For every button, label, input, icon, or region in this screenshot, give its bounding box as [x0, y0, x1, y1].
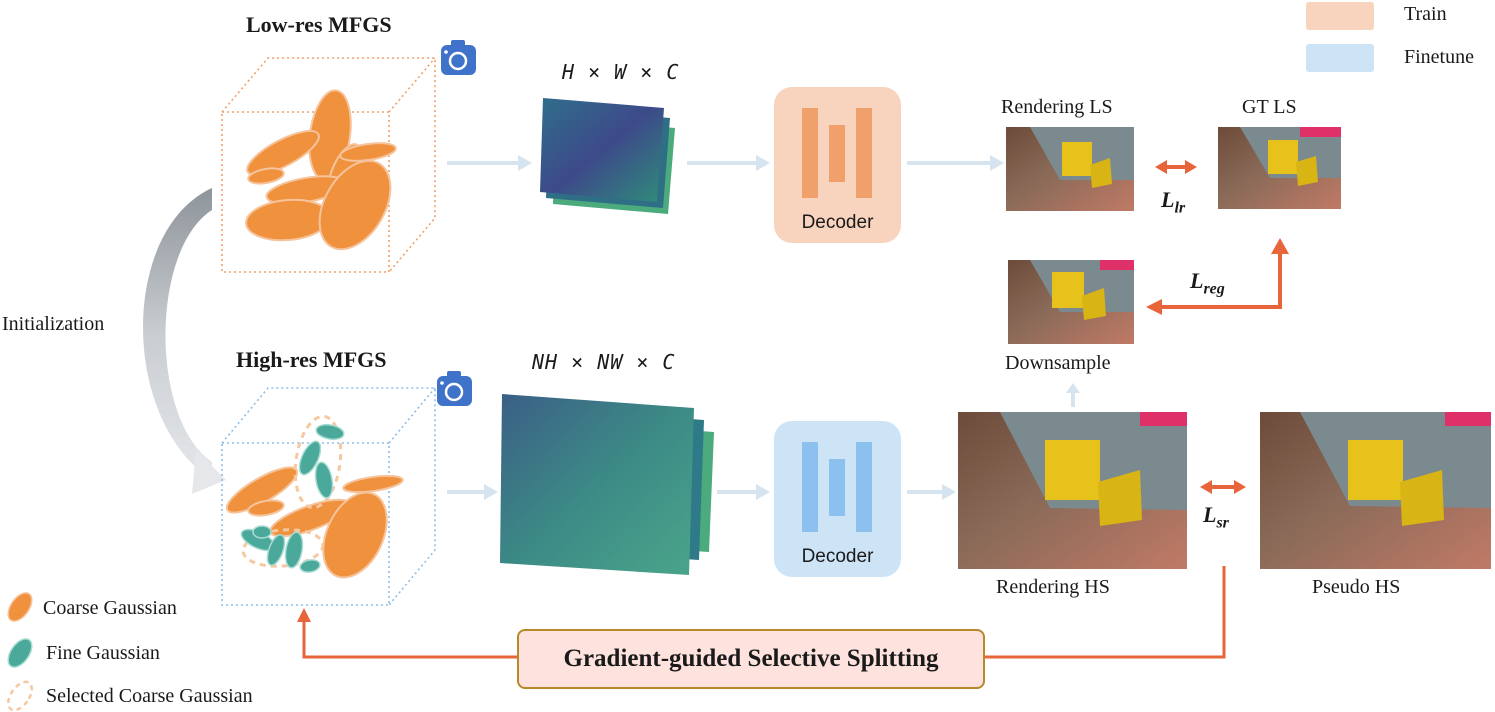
initialization-label: Initialization — [2, 313, 105, 335]
loss-reg-base: L — [1190, 268, 1204, 293]
photo-gt-ls — [1218, 127, 1341, 209]
decoder-low-label: Decoder — [801, 212, 874, 233]
loss-lr-base: L — [1161, 187, 1175, 212]
coarse-gaussians-high — [225, 466, 404, 579]
low-res-title: Low-res MFGS — [246, 12, 392, 37]
loss-arrow-sr — [1200, 480, 1246, 494]
photo-rendering-ls — [1006, 127, 1134, 211]
camera-icon-high — [437, 371, 472, 406]
decoder-high-label: Decoder — [801, 546, 874, 567]
splitting-arrow — [302, 566, 1226, 659]
low-res-dims: H × W × C — [562, 60, 680, 84]
photo-rendering-hs — [958, 412, 1187, 569]
selected-coarse-outlines — [241, 414, 343, 568]
loss-lr-sub: lr — [1174, 199, 1186, 217]
coarse-gaussians-low — [245, 89, 397, 251]
train-legend-label: Train — [1404, 3, 1447, 25]
fine-gaussian-legend-icon — [7, 638, 33, 668]
loss-sr-sub: sr — [1216, 514, 1229, 532]
downsample-label: Downsample — [1005, 352, 1111, 374]
loss-reg: Lreg — [1190, 268, 1225, 298]
splitting-arrow-head — [297, 608, 311, 622]
reg-arrow-head-left — [1146, 299, 1162, 315]
camera-icon-low — [441, 40, 476, 75]
selected-coarse-legend-label: Selected Coarse Gaussian — [46, 685, 253, 707]
loss-sr: Lsr — [1203, 502, 1229, 532]
selected-coarse-legend-icon — [6, 680, 34, 712]
high-res-cube — [221, 387, 436, 606]
loss-arrow-lr — [1155, 160, 1197, 174]
splitting-box: Gradient-guided Selective Splitting — [517, 629, 985, 689]
fine-gaussian-legend-label: Fine Gaussian — [46, 642, 160, 664]
reg-arrow-head-up — [1271, 238, 1289, 254]
decoder-high — [774, 421, 901, 577]
loss-reg-sub: reg — [1203, 280, 1225, 298]
fine-gaussians-high — [240, 423, 345, 573]
photo-downsample — [1008, 260, 1134, 344]
decoder-low — [774, 87, 901, 243]
photo-pseudo-hs — [1260, 412, 1491, 569]
finetune-legend-swatch — [1306, 44, 1374, 72]
loss-lr: Llr — [1161, 187, 1185, 217]
flow-arrows — [447, 155, 1080, 500]
coarse-gaussian-legend-icon — [7, 592, 33, 622]
initialization-arrow — [143, 188, 226, 494]
high-res-title: High-res MFGS — [236, 347, 387, 372]
rendering-ls-label: Rendering LS — [1001, 96, 1113, 118]
decoder-high-label-wrap: Decoder — [774, 546, 901, 568]
loss-sr-base: L — [1203, 502, 1217, 527]
finetune-legend-label: Finetune — [1404, 46, 1474, 68]
feature-map-high — [500, 394, 714, 575]
train-legend-swatch — [1306, 2, 1374, 30]
gt-ls-label: GT LS — [1242, 96, 1297, 118]
pseudo-hs-label: Pseudo HS — [1312, 576, 1401, 598]
rendering-hs-label: Rendering HS — [996, 576, 1110, 598]
coarse-gaussian-legend-label: Coarse Gaussian — [43, 597, 177, 619]
decoder-low-label-wrap: Decoder — [774, 212, 901, 234]
feature-map-low — [540, 98, 675, 214]
reg-arrow — [1162, 250, 1282, 309]
high-res-dims: NH × NW × C — [532, 350, 676, 374]
